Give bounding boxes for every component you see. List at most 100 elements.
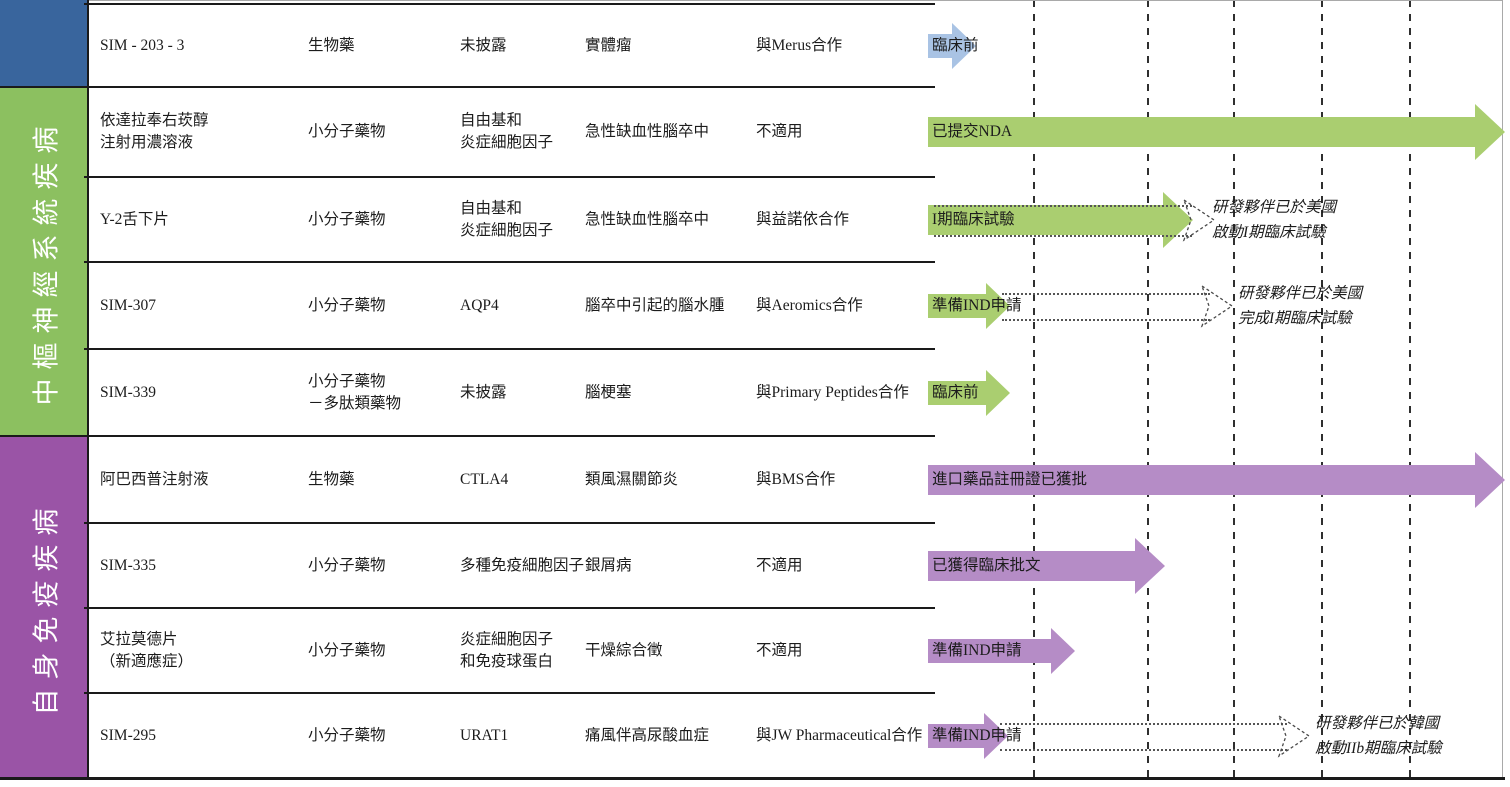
status-arrow-head xyxy=(1163,191,1193,248)
drug-name-cell: SIM-335 xyxy=(100,556,156,574)
drug-name-cell: 依達拉奉右莰醇 注射用濃溶液 xyxy=(100,112,209,151)
target-cell: 未披露 xyxy=(460,383,507,401)
projection-dotted-line-bottom xyxy=(934,234,1192,237)
modality-cell: 小分子藥物 xyxy=(308,556,386,574)
drug-name-cell: 艾拉莫德片 （新適應症） xyxy=(100,630,194,670)
partnership-cell: 不適用 xyxy=(756,556,803,574)
drug-name-cell: Y-2舌下片 xyxy=(100,210,169,228)
modality-cell: 小分子藥物 xyxy=(308,123,386,140)
status-label: 準備IND申請 xyxy=(932,296,1022,314)
modality-cell: 生物藥 xyxy=(308,36,355,54)
timeline-gridline xyxy=(1321,0,1323,779)
status-label: 準備IND申請 xyxy=(932,727,1022,744)
modality-cell: 小分子藥物 xyxy=(308,641,386,659)
indication-cell: 腦梗塞 xyxy=(585,383,632,401)
partnership-cell: 與JW Pharmaceutical合作 xyxy=(756,727,923,744)
row-divider xyxy=(0,86,935,88)
indication-cell: 急性缺血性腦卒中 xyxy=(585,210,710,228)
row-divider xyxy=(84,692,935,694)
partnership-cell: 與Aeromics合作 xyxy=(756,296,863,314)
status-arrow-head xyxy=(1135,537,1165,594)
target-cell: AQP4 xyxy=(460,296,499,314)
status-arrow-head xyxy=(952,22,976,69)
partnership-cell: 與Primary Peptides合作 xyxy=(756,383,909,401)
figure-bottom-border xyxy=(0,777,1505,780)
projection-open-arrowhead xyxy=(1182,197,1216,248)
status-label: 進口藥品註冊證已獲批 xyxy=(932,470,1088,488)
status-arrow-body xyxy=(928,724,984,748)
modality-cell: 小分子藥物 －多肽類藥物 xyxy=(308,372,402,412)
category-band-label: 自身免疫疾病 xyxy=(31,499,62,716)
drug-name-cell: SIM-307 xyxy=(100,296,156,314)
indication-cell: 實體瘤 xyxy=(585,36,632,54)
target-cell: 炎症細胞因子 和免疫球蛋白 xyxy=(460,630,554,670)
category-band: 自身免疫疾病 xyxy=(0,436,88,779)
modality-cell: 小分子藥物 xyxy=(308,210,386,228)
row-divider xyxy=(84,176,935,178)
modality-cell: 生物藥 xyxy=(308,470,355,488)
drug-name-cell: SIM-339 xyxy=(100,383,156,401)
figure-top-border xyxy=(88,0,1503,1)
partnership-cell: 不適用 xyxy=(756,123,803,140)
status-label: I期臨床試驗 xyxy=(932,210,1015,228)
status-label: 準備IND申請 xyxy=(932,641,1022,659)
table-left-border xyxy=(87,0,89,779)
status-label: 已獲得臨床批文 xyxy=(932,556,1041,574)
row-divider xyxy=(84,607,935,609)
drug-name-cell: SIM-295 xyxy=(100,727,156,744)
timeline-gridline xyxy=(1147,0,1149,779)
projection-dotted-line-top xyxy=(1000,723,1287,725)
target-cell: 未披露 xyxy=(460,36,507,54)
status-arrow-head xyxy=(1475,104,1505,160)
indication-cell: 腦卒中引起的腦水腫 xyxy=(585,296,725,314)
status-arrow-head xyxy=(1475,451,1505,508)
drug-name-cell: 阿巴西普注射液 xyxy=(100,470,209,488)
category-band-label: 中樞神經系統疾病 xyxy=(31,117,62,406)
status-arrow-head xyxy=(984,713,1008,759)
projection-dotted-line-top xyxy=(1002,292,1210,295)
indication-cell: 干燥綜合徵 xyxy=(585,641,663,659)
timeline-gridline xyxy=(1409,0,1411,779)
category-band: 中樞神經系統疾病 xyxy=(0,87,88,436)
indication-cell: 銀屑病 xyxy=(585,556,632,574)
drug-name-cell: SIM - 203 - 3 xyxy=(100,36,185,54)
row-divider xyxy=(84,261,935,263)
row-divider xyxy=(84,3,935,5)
row-divider xyxy=(84,348,935,350)
projection-dotted-line-bottom xyxy=(1002,318,1210,321)
partnership-cell: 與Merus合作 xyxy=(756,36,843,54)
status-arrow-body xyxy=(928,33,952,58)
target-cell: URAT1 xyxy=(460,727,509,744)
status-arrow-body xyxy=(928,550,1135,581)
partnership-cell: 與BMS合作 xyxy=(756,470,836,488)
target-cell: 多種免疫細胞因子 xyxy=(460,556,585,574)
status-arrow-body xyxy=(928,293,986,318)
indication-cell: 痛風伴高尿酸血症 xyxy=(585,727,710,744)
projection-open-arrowhead xyxy=(1277,713,1311,764)
status-arrow-body xyxy=(928,380,986,405)
modality-cell: 小分子藥物 xyxy=(308,727,386,744)
target-cell: 自由基和 炎症細胞因子 xyxy=(460,199,554,239)
projection-dotted-line-bottom xyxy=(1000,749,1287,751)
partner-note: 研發夥伴已於美國 啟動I期臨床試驗 xyxy=(1212,198,1337,241)
partner-note: 研發夥伴已於美國 完成I期臨床試驗 xyxy=(1238,284,1363,327)
category-band xyxy=(0,0,88,87)
partnership-cell: 不適用 xyxy=(756,641,803,659)
partner-note: 研發夥伴已於韓國 啟動IIb期臨床試驗 xyxy=(1315,715,1442,757)
partnership-cell: 與益諾依合作 xyxy=(756,210,850,228)
status-label: 臨床前 xyxy=(932,383,979,401)
row-divider xyxy=(84,522,935,524)
status-label: 已提交NDA xyxy=(932,123,1013,140)
status-arrow-body xyxy=(928,204,1163,235)
projection-dotted-line-top xyxy=(934,204,1192,207)
status-arrow-head xyxy=(986,369,1010,416)
status-arrow-body xyxy=(928,464,1475,495)
figure-right-border xyxy=(1502,0,1503,779)
row-divider xyxy=(0,435,935,437)
timeline-gridline xyxy=(1233,0,1235,779)
indication-cell: 類風濕關節炎 xyxy=(585,470,679,488)
timeline-gridline xyxy=(1033,0,1035,779)
target-cell: 自由基和 炎症細胞因子 xyxy=(460,112,554,151)
target-cell: CTLA4 xyxy=(460,470,509,488)
